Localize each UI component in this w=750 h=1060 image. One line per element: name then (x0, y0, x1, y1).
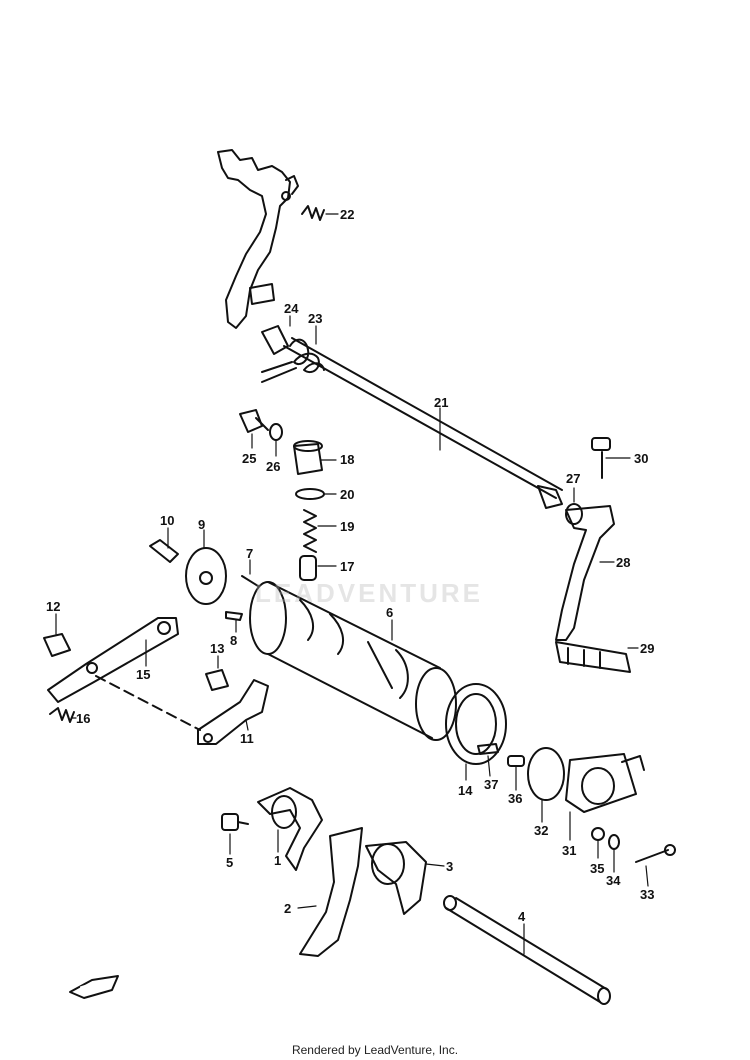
part-label-9: 9 (198, 517, 206, 532)
lever-rubber (555, 641, 631, 673)
shift-shaft (261, 325, 563, 509)
part-label-35: 35 (590, 861, 605, 876)
shift-fork-1 (257, 787, 323, 871)
part-label-27: 27 (566, 471, 581, 486)
pin-17 (299, 555, 317, 581)
part-label-15: 15 (136, 667, 151, 682)
shift-fork-3 (365, 841, 427, 915)
shift-drum (249, 581, 457, 741)
gear-shift-lever (555, 505, 615, 641)
part-label-13: 13 (210, 641, 225, 656)
part-label-26: 26 (266, 459, 281, 474)
part-label-7: 7 (246, 546, 254, 561)
bolt-5 (221, 813, 249, 831)
part-label-4: 4 (518, 909, 526, 924)
bolt-10 (149, 539, 179, 563)
part-label-10: 10 (160, 513, 175, 528)
arm-15 (47, 617, 179, 703)
shift-fork-2 (299, 827, 363, 957)
pin-37 (477, 743, 499, 755)
washer-34 (608, 834, 620, 850)
part-label-36: 36 (508, 791, 523, 806)
watermark: LEADVENTURE (255, 578, 484, 608)
part-label-22: 22 (340, 207, 355, 222)
part-label-28: 28 (616, 555, 631, 570)
part-label-33: 33 (640, 887, 655, 902)
part-label-21: 21 (434, 395, 449, 410)
spring-19 (303, 509, 317, 553)
guide-line (95, 675, 201, 731)
bolt-25 (239, 409, 269, 433)
part-label-23: 23 (308, 311, 323, 326)
part-label-11: 11 (240, 731, 254, 746)
cam-plate-9 (185, 547, 227, 605)
pin-8 (225, 611, 243, 621)
part-label-14: 14 (458, 783, 473, 798)
spring-22 (301, 205, 325, 221)
plug-18 (293, 440, 323, 475)
bolt-30 (591, 437, 611, 479)
part-label-32: 32 (534, 823, 549, 838)
part-label-20: 20 (340, 487, 355, 502)
pin-36 (507, 755, 525, 767)
fork-shaft (443, 895, 611, 1005)
washer-35 (591, 827, 605, 841)
bearing-14 (445, 683, 507, 765)
bolt-12 (43, 633, 71, 657)
part-label-30: 30 (634, 451, 649, 466)
part-label-8: 8 (230, 633, 238, 648)
spring-16 (49, 707, 75, 723)
part-label-18: 18 (340, 452, 355, 467)
part-label-24: 24 (284, 301, 299, 316)
washer-26 (269, 423, 283, 441)
fwd-arrow-icon (69, 975, 119, 999)
part-label-19: 19 (340, 519, 355, 534)
part-label-37: 37 (484, 777, 499, 792)
washer-27 (565, 503, 583, 525)
part-label-6: 6 (386, 605, 394, 620)
neutral-switch (565, 753, 645, 813)
leader-lines (55, 213, 649, 955)
footer-credit: Rendered by LeadVenture, Inc. (291, 1043, 459, 1057)
part-label-31: 31 (562, 843, 577, 858)
part-label-2: 2 (284, 901, 292, 916)
pin-7 (241, 575, 259, 587)
part-label-5: 5 (226, 855, 234, 870)
part-label-17: 17 (340, 559, 355, 574)
screw-33 (635, 844, 676, 863)
part-label-16: 16 (76, 711, 91, 726)
part-label-29: 29 (640, 641, 655, 656)
part-label-3: 3 (446, 859, 454, 874)
o-ring-32 (527, 747, 565, 801)
part-label-25: 25 (242, 451, 257, 466)
stopper-plate-11 (197, 679, 269, 745)
part-label-1: 1 (274, 853, 282, 868)
gear-shift-arm (217, 149, 299, 329)
part-label-12: 12 (46, 599, 61, 614)
gasket-20 (295, 488, 325, 500)
return-spring (261, 338, 325, 383)
bolt-13 (205, 669, 229, 691)
part-label-34: 34 (606, 873, 621, 888)
